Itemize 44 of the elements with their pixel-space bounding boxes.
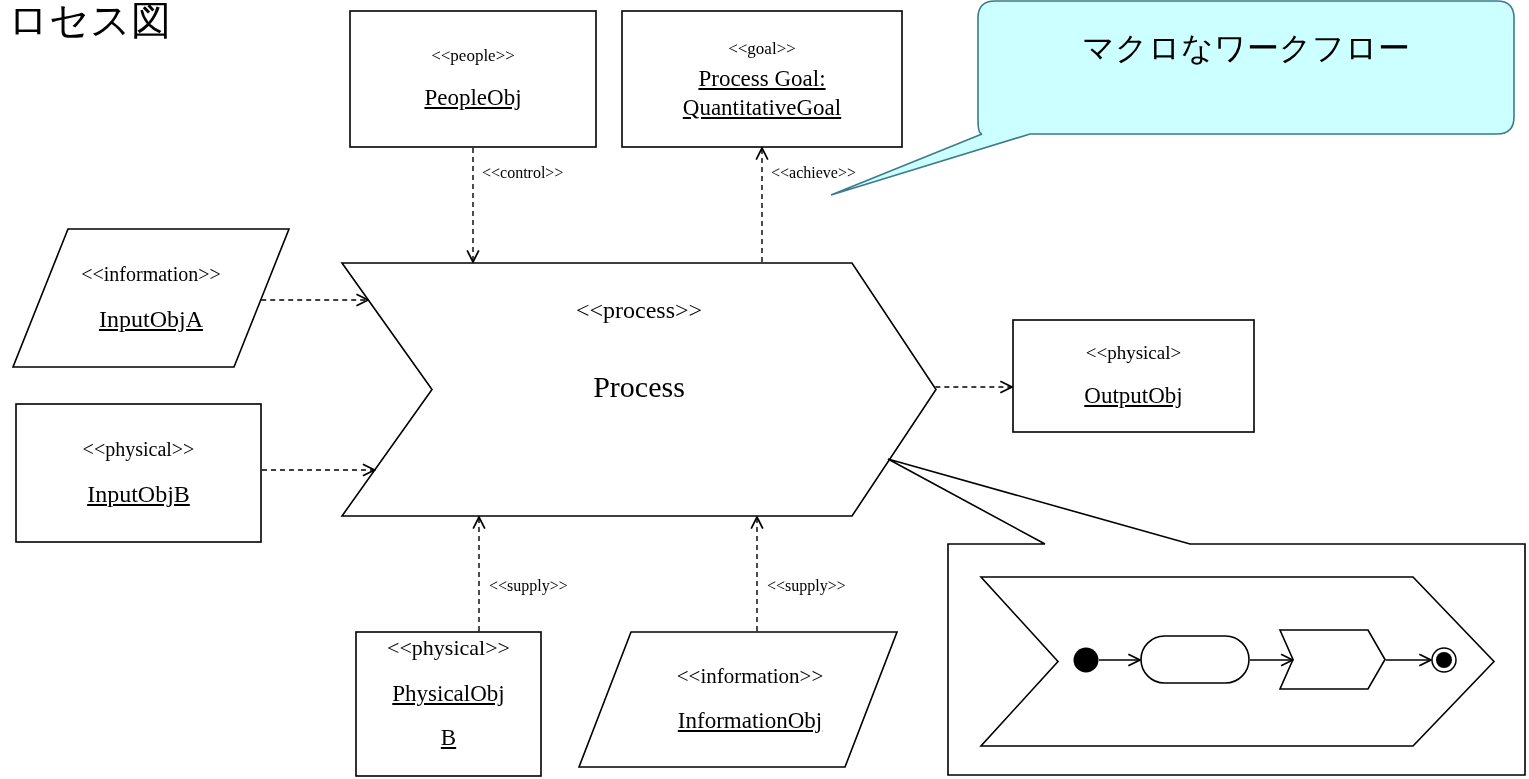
dashed-arrow bbox=[750, 516, 764, 632]
arrow bbox=[1385, 653, 1432, 667]
stereotype-label: <<physical>> bbox=[82, 437, 195, 463]
arrow bbox=[1249, 653, 1294, 667]
dashed-arrow bbox=[466, 147, 480, 263]
edge-label: <<supply>> bbox=[489, 576, 568, 596]
object-name: InputObjA bbox=[99, 305, 203, 334]
detail-callout bbox=[887, 458, 1526, 776]
arrow bbox=[1098, 653, 1141, 667]
dashed-arrow bbox=[261, 463, 376, 477]
stereotype-label: <<people>> bbox=[431, 45, 515, 67]
object-name: Process Goal: QuantitativeGoal bbox=[681, 65, 843, 122]
process-name: Process bbox=[593, 369, 685, 405]
process-chevron bbox=[341, 262, 937, 517]
object-name: PeopleObj bbox=[424, 83, 522, 112]
object-box bbox=[621, 10, 903, 148]
object-box bbox=[1012, 319, 1255, 433]
object-box bbox=[15, 403, 262, 543]
stereotype-label: <<information>> bbox=[81, 262, 221, 287]
diagram-title: ロセス図 bbox=[8, 0, 171, 40]
object-name: InformationObj bbox=[677, 707, 823, 735]
action-pill bbox=[1140, 635, 1250, 684]
edge-label: <<supply>> bbox=[767, 576, 846, 596]
stereotype-label: <<process>> bbox=[575, 296, 703, 325]
process-chevron bbox=[980, 576, 1495, 747]
dashed-arrow bbox=[934, 380, 1013, 394]
object-name: OutputObj bbox=[1084, 382, 1183, 410]
stereotype-label: <<physical>> bbox=[387, 634, 510, 662]
object-parallelogram bbox=[578, 631, 898, 768]
dashed-arrow bbox=[755, 147, 769, 263]
start-dot bbox=[1073, 647, 1099, 673]
end-bullseye bbox=[1431, 647, 1457, 673]
object-name: InputObjB bbox=[87, 480, 190, 509]
object-parallelogram bbox=[12, 228, 290, 368]
object-name: PhysicalObj B bbox=[391, 680, 506, 752]
object-box bbox=[349, 10, 597, 148]
process-step-shape bbox=[1279, 629, 1386, 690]
callout-text: マクロなワークフロー bbox=[1082, 28, 1410, 69]
dashed-arrow bbox=[260, 293, 369, 307]
stereotype-label: <<goal>> bbox=[728, 37, 796, 60]
stereotype-label: <<physical> bbox=[1085, 340, 1182, 365]
dashed-arrow bbox=[472, 516, 486, 632]
object-box bbox=[355, 631, 542, 777]
stereotype-label: <<information>> bbox=[676, 662, 824, 690]
